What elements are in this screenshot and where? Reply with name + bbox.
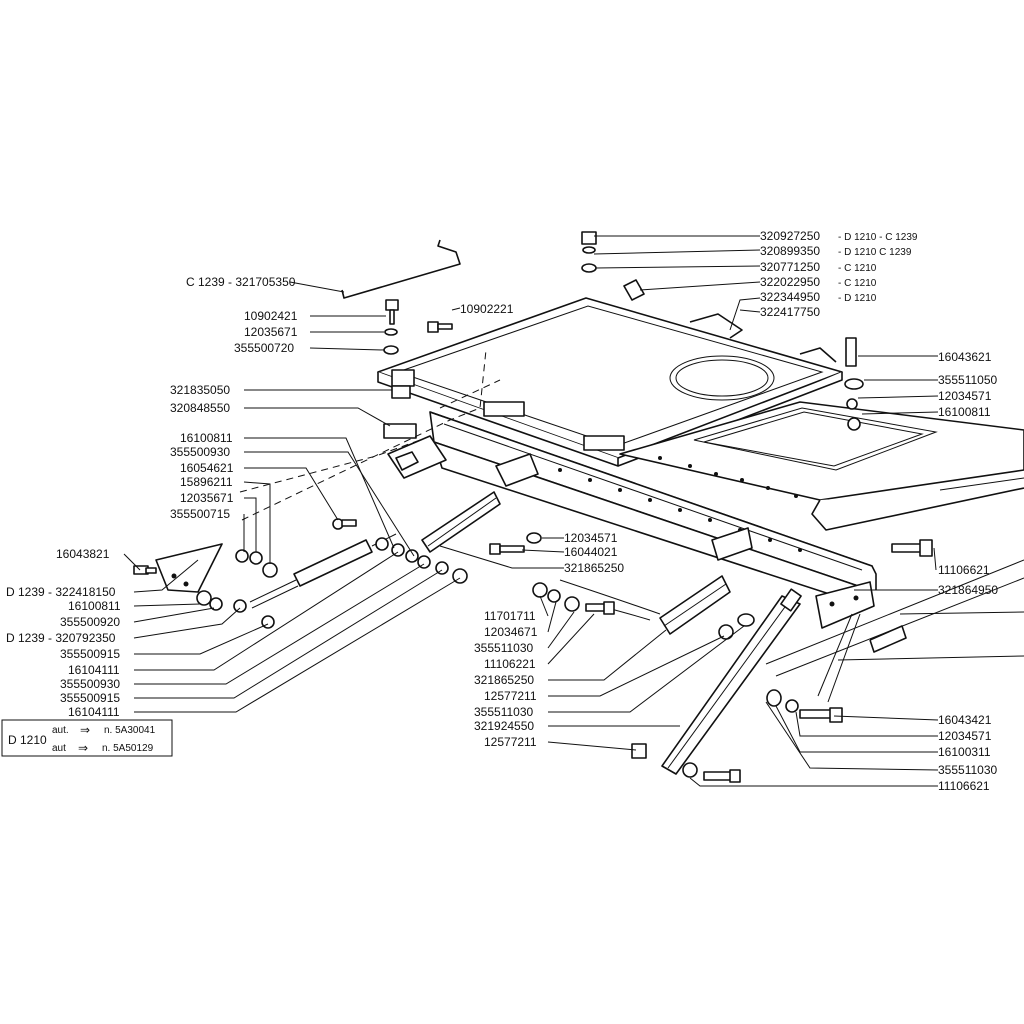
label-12577211-b: 12577211: [484, 735, 537, 749]
label-16100811-top: 16100811: [938, 405, 991, 419]
label-355511030-c: 355511030: [938, 763, 998, 777]
label-12034571-center: 12034571: [564, 531, 618, 545]
label-16043621: 16043621: [938, 350, 992, 364]
label-16044021: 16044021: [564, 545, 618, 559]
label-10902421: 10902421: [244, 309, 298, 323]
drawing: [123, 231, 1024, 787]
hinge-bracket-center: [559, 575, 731, 635]
label-322418150: D 1239 - 322418150: [6, 585, 116, 599]
fasteners-top-center: [581, 231, 645, 301]
fasteners-top-left: [383, 299, 453, 355]
label-320771250-note: - C 1210: [838, 263, 877, 274]
legend-model: D 1210: [8, 733, 47, 747]
label-12035671-mid: 12035671: [180, 491, 234, 505]
diagonal-brace: [631, 588, 802, 783]
label-10902221: 10902221: [460, 302, 514, 316]
label-16100811-mid: 16100811: [180, 431, 233, 445]
label-321705350: C 1239 - 321705350: [186, 275, 296, 289]
label-12034671: 12034671: [484, 625, 538, 639]
hood-panel: [377, 297, 843, 467]
label-12035671-top: 12035671: [244, 325, 298, 339]
label-321924550: 321924550: [474, 719, 534, 733]
label-16043821: 16043821: [56, 547, 110, 561]
label-11106621-a: 11106621: [938, 563, 990, 577]
label-355511030-a: 355511030: [474, 641, 534, 655]
label-355500930-top: 355500930: [170, 445, 230, 459]
label-355511050: 355511050: [938, 373, 998, 387]
spacers-left: [196, 518, 468, 611]
label-12034571-top: 12034571: [938, 389, 992, 403]
label-11106221: 11106221: [484, 657, 536, 671]
label-321864950: 321864950: [938, 583, 998, 597]
label-320899350-note: - D 1210 C 1239: [838, 247, 912, 258]
label-355500915-b: 355500915: [60, 691, 120, 705]
label-321865250-a: 321865250: [564, 561, 624, 575]
support-rod: [341, 239, 461, 299]
label-320848550: 320848550: [170, 401, 230, 415]
label-355511030-b: 355511030: [474, 705, 534, 719]
label-11701711: 11701711: [484, 609, 536, 623]
label-322344950: 322344950: [760, 290, 820, 304]
label-355500920: 355500920: [60, 615, 120, 629]
label-320927250: 320927250: [760, 229, 820, 243]
part-labels: 320927250 - D 1210 - C 1239 320899350 - …: [6, 229, 998, 793]
label-12577211-a: 12577211: [484, 689, 537, 703]
leader-lines: [123, 235, 939, 787]
label-322344950-note: - D 1210: [838, 293, 877, 304]
label-355500720: 355500720: [234, 341, 294, 355]
label-320792350: D 1239 - 320792350: [6, 631, 116, 645]
label-321835050: 321835050: [170, 383, 230, 397]
label-12034571-bottom: 12034571: [938, 729, 992, 743]
label-322022950: 322022950: [760, 275, 820, 289]
label-320771250: 320771250: [760, 260, 820, 274]
legend-box: D 1210 aut. ⇒ n. 5A30041 aut ⇒ n. 5A5012…: [1, 719, 173, 757]
legend-row1-arrow: ⇒: [80, 723, 90, 737]
legend-row2-value: n. 5A50129: [102, 743, 154, 754]
side-panel: [619, 401, 1024, 531]
legend-row1-prefix: aut.: [52, 725, 69, 736]
label-322022950-note: - C 1210: [838, 278, 877, 289]
label-321865250-b: 321865250: [474, 673, 534, 687]
label-355500715: 355500715: [170, 507, 230, 521]
label-16100811-left: 16100811: [68, 599, 121, 613]
hinge-pad-320848550: [383, 423, 417, 439]
fasteners-right-top: [844, 337, 864, 431]
label-16104111-b: 16104111: [68, 705, 120, 719]
hinge-arm: [421, 491, 501, 553]
label-320899350: 320899350: [760, 244, 820, 258]
bolts-right: [766, 539, 933, 723]
label-16100311: 16100311: [938, 745, 991, 759]
gas-strut: [233, 533, 397, 629]
label-355500915-a: 355500915: [60, 647, 120, 661]
label-16043421: 16043421: [938, 713, 992, 727]
hinge-pad-321835050: [391, 385, 411, 399]
legend-row2-arrow: ⇒: [78, 741, 88, 755]
legend-row1-value: n. 5A30041: [104, 725, 156, 736]
label-11106621-b: 11106621: [938, 779, 990, 793]
label-355500930-b: 355500930: [60, 677, 120, 691]
label-16104111-a: 16104111: [68, 663, 120, 677]
lower-rail: [765, 559, 1024, 677]
label-320927250-note: - D 1210 - C 1239: [838, 232, 918, 243]
label-15896211: 15896211: [180, 475, 233, 489]
label-322417750: 322417750: [760, 305, 820, 319]
label-16054621: 16054621: [180, 461, 234, 475]
assembly-lines: [239, 349, 501, 521]
bolts-center: [489, 532, 755, 640]
left-bracket: [133, 543, 223, 593]
frame-beam: [387, 411, 877, 629]
legend-row2-prefix: aut: [52, 743, 66, 754]
